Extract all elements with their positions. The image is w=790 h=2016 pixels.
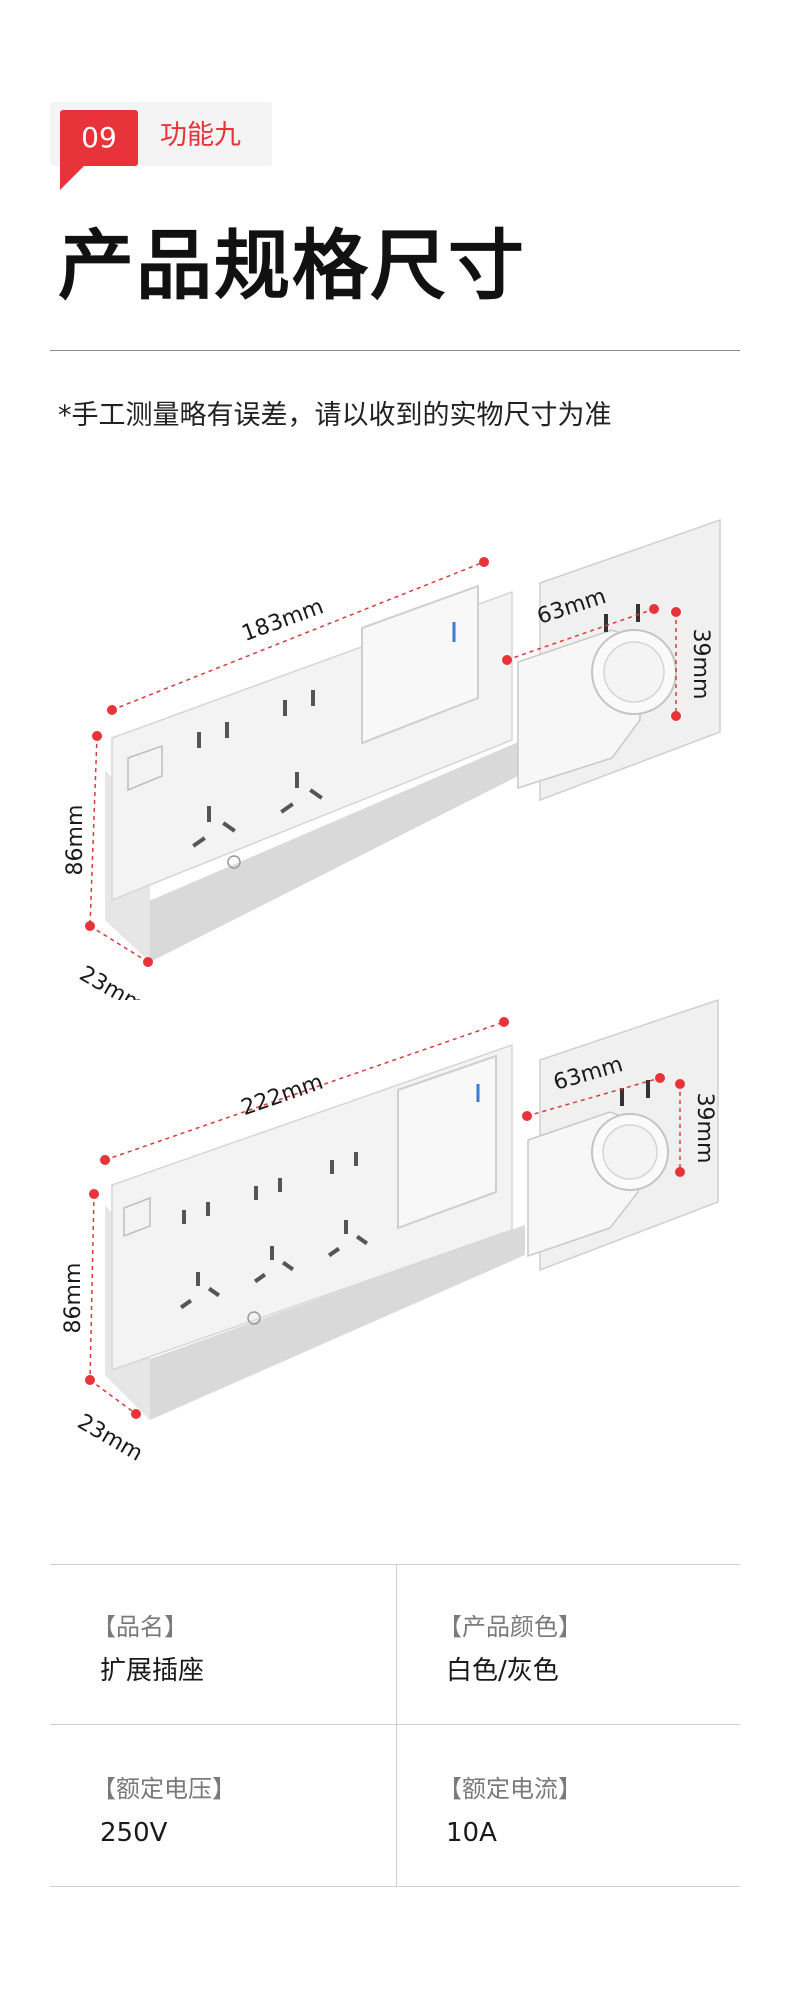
dimension-dots [85,557,681,967]
spec-value-color: 白色/灰色 [446,1656,559,1686]
socket-hole [207,806,211,822]
socket-hole [280,802,294,814]
dimension-dot [675,1167,685,1177]
socket-holes-group [179,1152,369,1310]
dimension-dot [502,655,512,665]
product-figure-1: 183mm 86mm 23mm 63mm 39mm [63,518,721,1000]
spec-table-column-divider [396,1564,397,1886]
module-height-label: 39mm [692,1093,717,1164]
height-label: 86mm [63,805,88,876]
spec-value-current: 10A [446,1818,497,1848]
section-badge-tail [60,164,86,190]
height-dimension-line [89,735,98,927]
module-height-label: 39mm [688,629,713,700]
socket-hole [206,1202,210,1216]
dimension-lines [89,1021,681,1415]
strip-bottom-face [105,1225,525,1420]
dimension-dot [92,731,102,741]
spec-value-product-name: 扩展插座 [100,1656,205,1686]
dimension-dot [522,1111,532,1121]
length-label: 183mm [239,594,327,647]
title-divider [50,350,740,351]
socket-hole [295,772,299,788]
measurement-note: *手工测量略有误差，请以收到的实物尺寸为准 [58,400,612,431]
height-label: 86mm [61,1263,86,1334]
section-label: 功能九 [160,120,241,151]
socket-hole [281,1260,295,1272]
dimension-dot [85,1375,95,1385]
socket-hole [270,1246,274,1260]
depth-dimension-line [89,1379,137,1415]
dimension-dot [671,607,681,617]
socket-hole [309,788,323,800]
dimension-dot [479,557,489,567]
socket-hole [330,1160,334,1174]
socket-hole [253,1272,267,1284]
strip-bottom-face [105,737,530,962]
socket-hole [254,1186,258,1200]
length-label: 222mm [238,1070,326,1121]
socket-hole [207,1286,221,1298]
socket-hole [327,1246,341,1258]
module-width-dimension-line [526,1077,661,1117]
switch-rocker [361,584,479,745]
socket-hole [179,1298,193,1310]
brand-logo-icon [247,1311,261,1325]
rotary-knob-inner [602,1124,658,1180]
rotary-knob-inner [603,641,665,703]
dimension-dot [655,1073,665,1083]
socket-hole [283,700,287,716]
socket-hole [278,1178,282,1192]
dimension-dot [143,957,153,967]
socket-holes-group [192,690,323,848]
socket-hole [222,821,236,833]
dimension-dot [100,1155,110,1165]
dimension-dot [107,705,117,715]
dimension-dot [671,711,681,721]
child-lock-square [123,1196,151,1238]
spec-table-bottom-border [50,1886,740,1887]
section-number: 09 [60,110,138,166]
dimension-lines [89,561,677,963]
brand-logo-icon [227,855,241,869]
page-title: 产品规格尺寸 [58,221,526,310]
socket-hole [355,1234,369,1246]
depth-dimension-line [89,925,149,963]
module-width-dimension-line [506,608,655,661]
dimension-dot [131,1409,141,1419]
spec-label-color: 【产品颜色】 [438,1613,582,1641]
switch-rocker [397,1054,497,1230]
dimension-dot [499,1017,509,1027]
dimension-dot [89,1189,99,1199]
dimension-dots [85,1017,685,1419]
length-dimension-line [111,561,485,711]
product-figure-2: 222mm 86mm 23mm 63mm 39mm [61,998,719,1467]
socket-hole [354,1152,358,1166]
socket-hole [197,732,201,748]
socket-hole [182,1210,186,1224]
spec-label-product-name: 【品名】 [92,1613,188,1641]
spec-value-voltage: 250V [100,1818,168,1848]
child-lock-square [127,744,163,792]
dimension-dot [85,921,95,931]
spec-label-current: 【额定电流】 [438,1775,582,1803]
dimension-dot [649,604,659,614]
socket-hole [196,1272,200,1286]
socket-hole [192,836,206,848]
length-dimension-line [104,1021,505,1161]
spec-table-middle-border [50,1724,740,1725]
spec-table-top-border [50,1564,740,1565]
spec-label-voltage: 【额定电压】 [92,1775,236,1803]
socket-hole [225,722,229,738]
dimension-dot [675,1079,685,1089]
socket-hole [311,690,315,706]
height-dimension-line [89,1193,95,1381]
socket-hole [344,1220,348,1234]
